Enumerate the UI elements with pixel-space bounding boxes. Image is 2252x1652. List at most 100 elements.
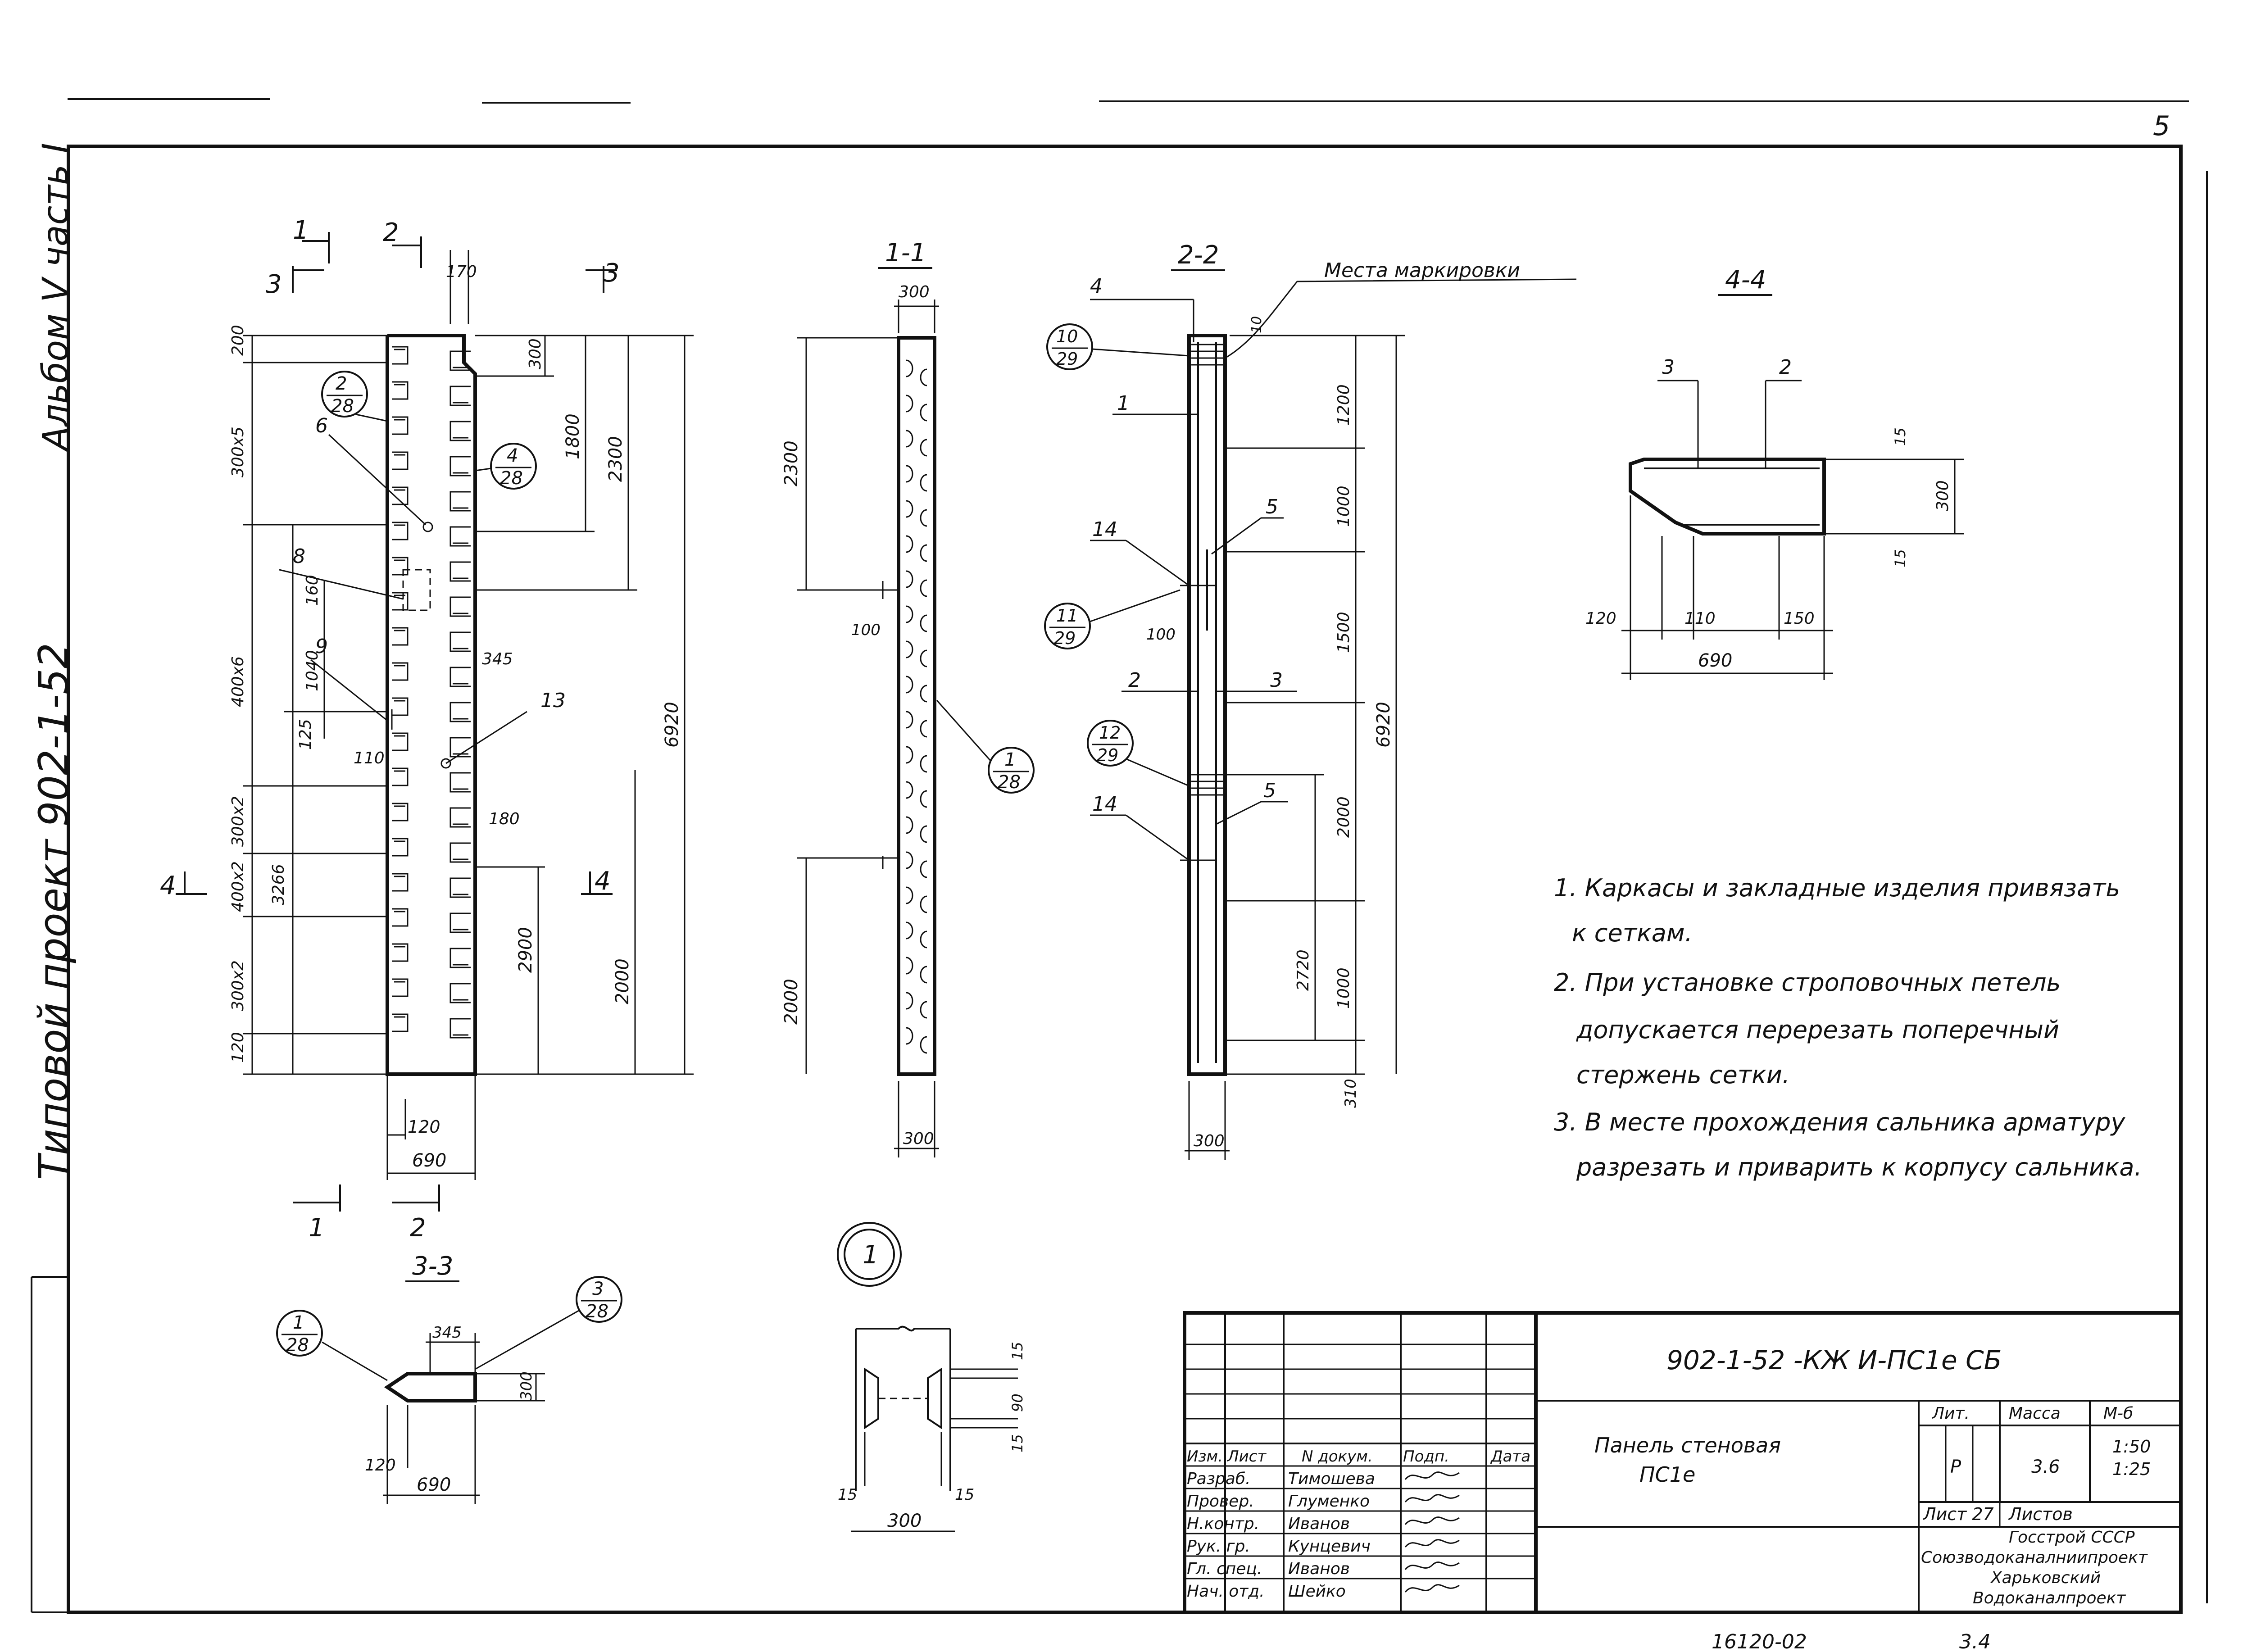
- format-mark: 3.4: [1959, 1630, 1991, 1652]
- svg-text:300х2: 300х2: [229, 796, 247, 847]
- svg-text:14: 14: [1092, 793, 1117, 816]
- right-dimension-chain: 170 300 1800 2300 6920 2900 2000 345 180: [446, 250, 694, 1075]
- tb-person: Глуменко: [1288, 1492, 1370, 1511]
- svg-text:2: 2: [1779, 356, 1792, 379]
- svg-text:120: 120: [229, 1032, 247, 1063]
- svg-text:3: 3: [1270, 669, 1283, 692]
- svg-text:Госстрой СССР: Госстрой СССР: [2009, 1528, 2135, 1547]
- svg-text:125: 125: [296, 719, 315, 750]
- elevation-callouts: 2 28 4 28 6 8 9 13: [279, 371, 566, 764]
- svg-text:690: 690: [417, 1475, 451, 1495]
- svg-text:345: 345: [432, 1324, 462, 1342]
- tb-person: Кунцевич: [1288, 1537, 1371, 1556]
- svg-text:300х2: 300х2: [229, 960, 247, 1011]
- project-label: Типовой проект 902-1-52: [30, 643, 77, 1180]
- svg-text:Р: Р: [1950, 1457, 1961, 1477]
- note-line: к сеткам.: [1572, 919, 1693, 947]
- rib-right: [449, 807, 471, 828]
- svg-text:4: 4: [595, 867, 611, 896]
- svg-text:300х5: 300х5: [229, 427, 247, 477]
- section-4-4-title: 4-4: [1725, 265, 1766, 295]
- svg-text:1040: 1040: [303, 650, 322, 691]
- svg-text:1: 1: [293, 1312, 304, 1333]
- inventory-number: 16120-02: [1712, 1630, 1807, 1652]
- tb-person: Иванов: [1288, 1515, 1350, 1533]
- svg-text:5: 5: [1266, 495, 1278, 518]
- svg-text:2900: 2900: [515, 927, 536, 973]
- svg-text:160: 160: [303, 575, 322, 606]
- rib-right: [449, 842, 471, 863]
- rib-pattern-right: [449, 350, 471, 1039]
- svg-text:1800: 1800: [563, 413, 583, 459]
- svg-text:Водоканалпроект: Водоканалпроект: [1973, 1589, 2126, 1607]
- svg-text:3: 3: [592, 1279, 604, 1299]
- svg-text:14: 14: [1092, 518, 1117, 541]
- section-2-2-title: 2-2: [1178, 241, 1219, 270]
- svg-text:1000: 1000: [1335, 967, 1353, 1009]
- rib-right: [449, 702, 471, 722]
- svg-text:1: 1: [1004, 749, 1016, 770]
- svg-text:300: 300: [1194, 1132, 1225, 1150]
- tb-role: Нач. отд.: [1187, 1582, 1265, 1601]
- svg-text:15: 15: [1892, 427, 1909, 446]
- svg-text:1200: 1200: [1335, 384, 1353, 426]
- product-mark: ПС1е: [1639, 1462, 1695, 1487]
- rib-right: [449, 737, 471, 758]
- rib-right: [449, 772, 471, 793]
- svg-text:100: 100: [851, 621, 881, 639]
- rib-right: [449, 456, 471, 477]
- tb-role: Гл. спец.: [1187, 1560, 1262, 1578]
- tb-role: Рук. гр.: [1187, 1537, 1250, 1556]
- svg-text:400х2: 400х2: [229, 861, 247, 912]
- svg-text:2: 2: [410, 1213, 426, 1243]
- rib-left: [392, 346, 409, 365]
- svg-text:110: 110: [1684, 609, 1716, 628]
- section-3-3: 3-3 345 300 120 690 1 28 3 28: [276, 1252, 622, 1504]
- rib-right: [449, 948, 471, 968]
- rib-right: [449, 596, 471, 617]
- svg-text:2720: 2720: [1294, 949, 1312, 991]
- left-dimension-chain: 200 300х5 400х6 300х2 400х2 300х2 120 32…: [229, 325, 387, 1075]
- svg-text:Подп.: Подп.: [1403, 1448, 1449, 1466]
- signature: [1404, 1471, 1460, 1480]
- signature: [1404, 1539, 1460, 1548]
- svg-text:Изм.: Изм.: [1187, 1448, 1223, 1466]
- rib-left: [392, 592, 409, 611]
- svg-text:120: 120: [1585, 609, 1616, 628]
- svg-text:3.6: 3.6: [2031, 1457, 2060, 1477]
- svg-text:2: 2: [383, 218, 399, 247]
- sheet-frame: 5: [31, 98, 2208, 1614]
- svg-text:310: 310: [1342, 1079, 1360, 1108]
- svg-text:1: 1: [1117, 392, 1130, 415]
- svg-text:1500: 1500: [1335, 612, 1353, 653]
- album-label: Альбом V часть I: [36, 143, 76, 453]
- rib-right: [449, 421, 471, 441]
- rib-left: [392, 486, 409, 505]
- svg-text:4: 4: [1090, 275, 1103, 298]
- notes: 1. Каркасы и закладные изделия привязать…: [1554, 874, 2142, 1181]
- note-line: 1. Каркасы и закладные изделия привязать: [1554, 874, 2120, 902]
- rib-left: [392, 627, 409, 646]
- svg-text:2000: 2000: [781, 979, 802, 1025]
- svg-text:5: 5: [1263, 779, 1276, 802]
- rib-right: [449, 983, 471, 1003]
- rib-right: [449, 912, 471, 933]
- svg-text:Лист 27: Лист 27: [1922, 1504, 1994, 1524]
- svg-text:Лит.: Лит.: [1931, 1404, 1970, 1423]
- rib-right: [449, 526, 471, 547]
- svg-text:15: 15: [838, 1486, 857, 1504]
- signature: [1404, 1561, 1460, 1570]
- svg-text:Дата: Дата: [1490, 1448, 1530, 1466]
- note-line: 2. При установке строповочных петель: [1554, 968, 2061, 997]
- tb-role: Разраб.: [1187, 1470, 1250, 1488]
- svg-text:12: 12: [1099, 723, 1121, 743]
- rib-right: [449, 350, 471, 371]
- svg-text:1: 1: [309, 1213, 325, 1243]
- svg-text:2: 2: [1128, 669, 1141, 692]
- rib-right: [449, 667, 471, 687]
- rib-left: [392, 662, 409, 681]
- rib-left: [392, 451, 409, 470]
- svg-text:300: 300: [899, 283, 930, 301]
- svg-text:300: 300: [526, 338, 545, 369]
- tb-person: Иванов: [1288, 1560, 1350, 1578]
